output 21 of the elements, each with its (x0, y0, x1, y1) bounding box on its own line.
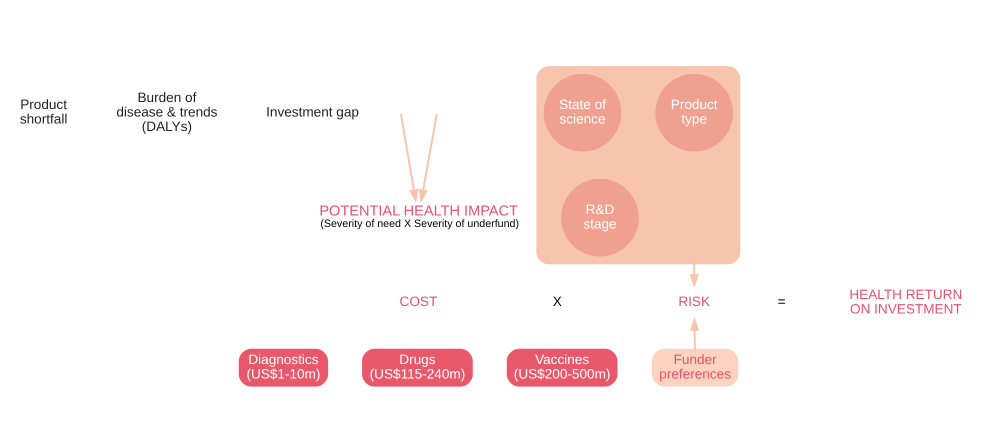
label: = (778, 294, 786, 310)
cluster (536, 66, 740, 264)
node-text: Investment gap (266, 104, 359, 120)
node-text: Product shortfall (20, 97, 68, 127)
node-text: COST (400, 294, 438, 310)
arrow (689, 264, 699, 288)
node-text: RISK (678, 294, 710, 310)
node-circle: R&D stage (561, 178, 639, 256)
node-circle: State of science (544, 74, 622, 152)
node-box: Drugs (US$115-240m) (362, 348, 473, 387)
node-text: Burden of disease & trends (DALYs) (116, 90, 218, 134)
arrow (400, 114, 419, 204)
node-text: POTENTIAL HEALTH IMPACT (Severity of need X Severity of underfund) (319, 204, 520, 230)
node-box: Diagnostics (US$1-10m) (238, 348, 328, 387)
node-circle: Product type (655, 74, 733, 152)
node-text: HEALTH RETURN ON INVESTMENT (849, 286, 962, 316)
label: X (552, 294, 562, 310)
node-box: Vaccines (US$200-500m) (506, 348, 618, 387)
arrow (418, 114, 438, 204)
arrow (690, 317, 700, 350)
node-box: Funder preferences (652, 348, 738, 387)
